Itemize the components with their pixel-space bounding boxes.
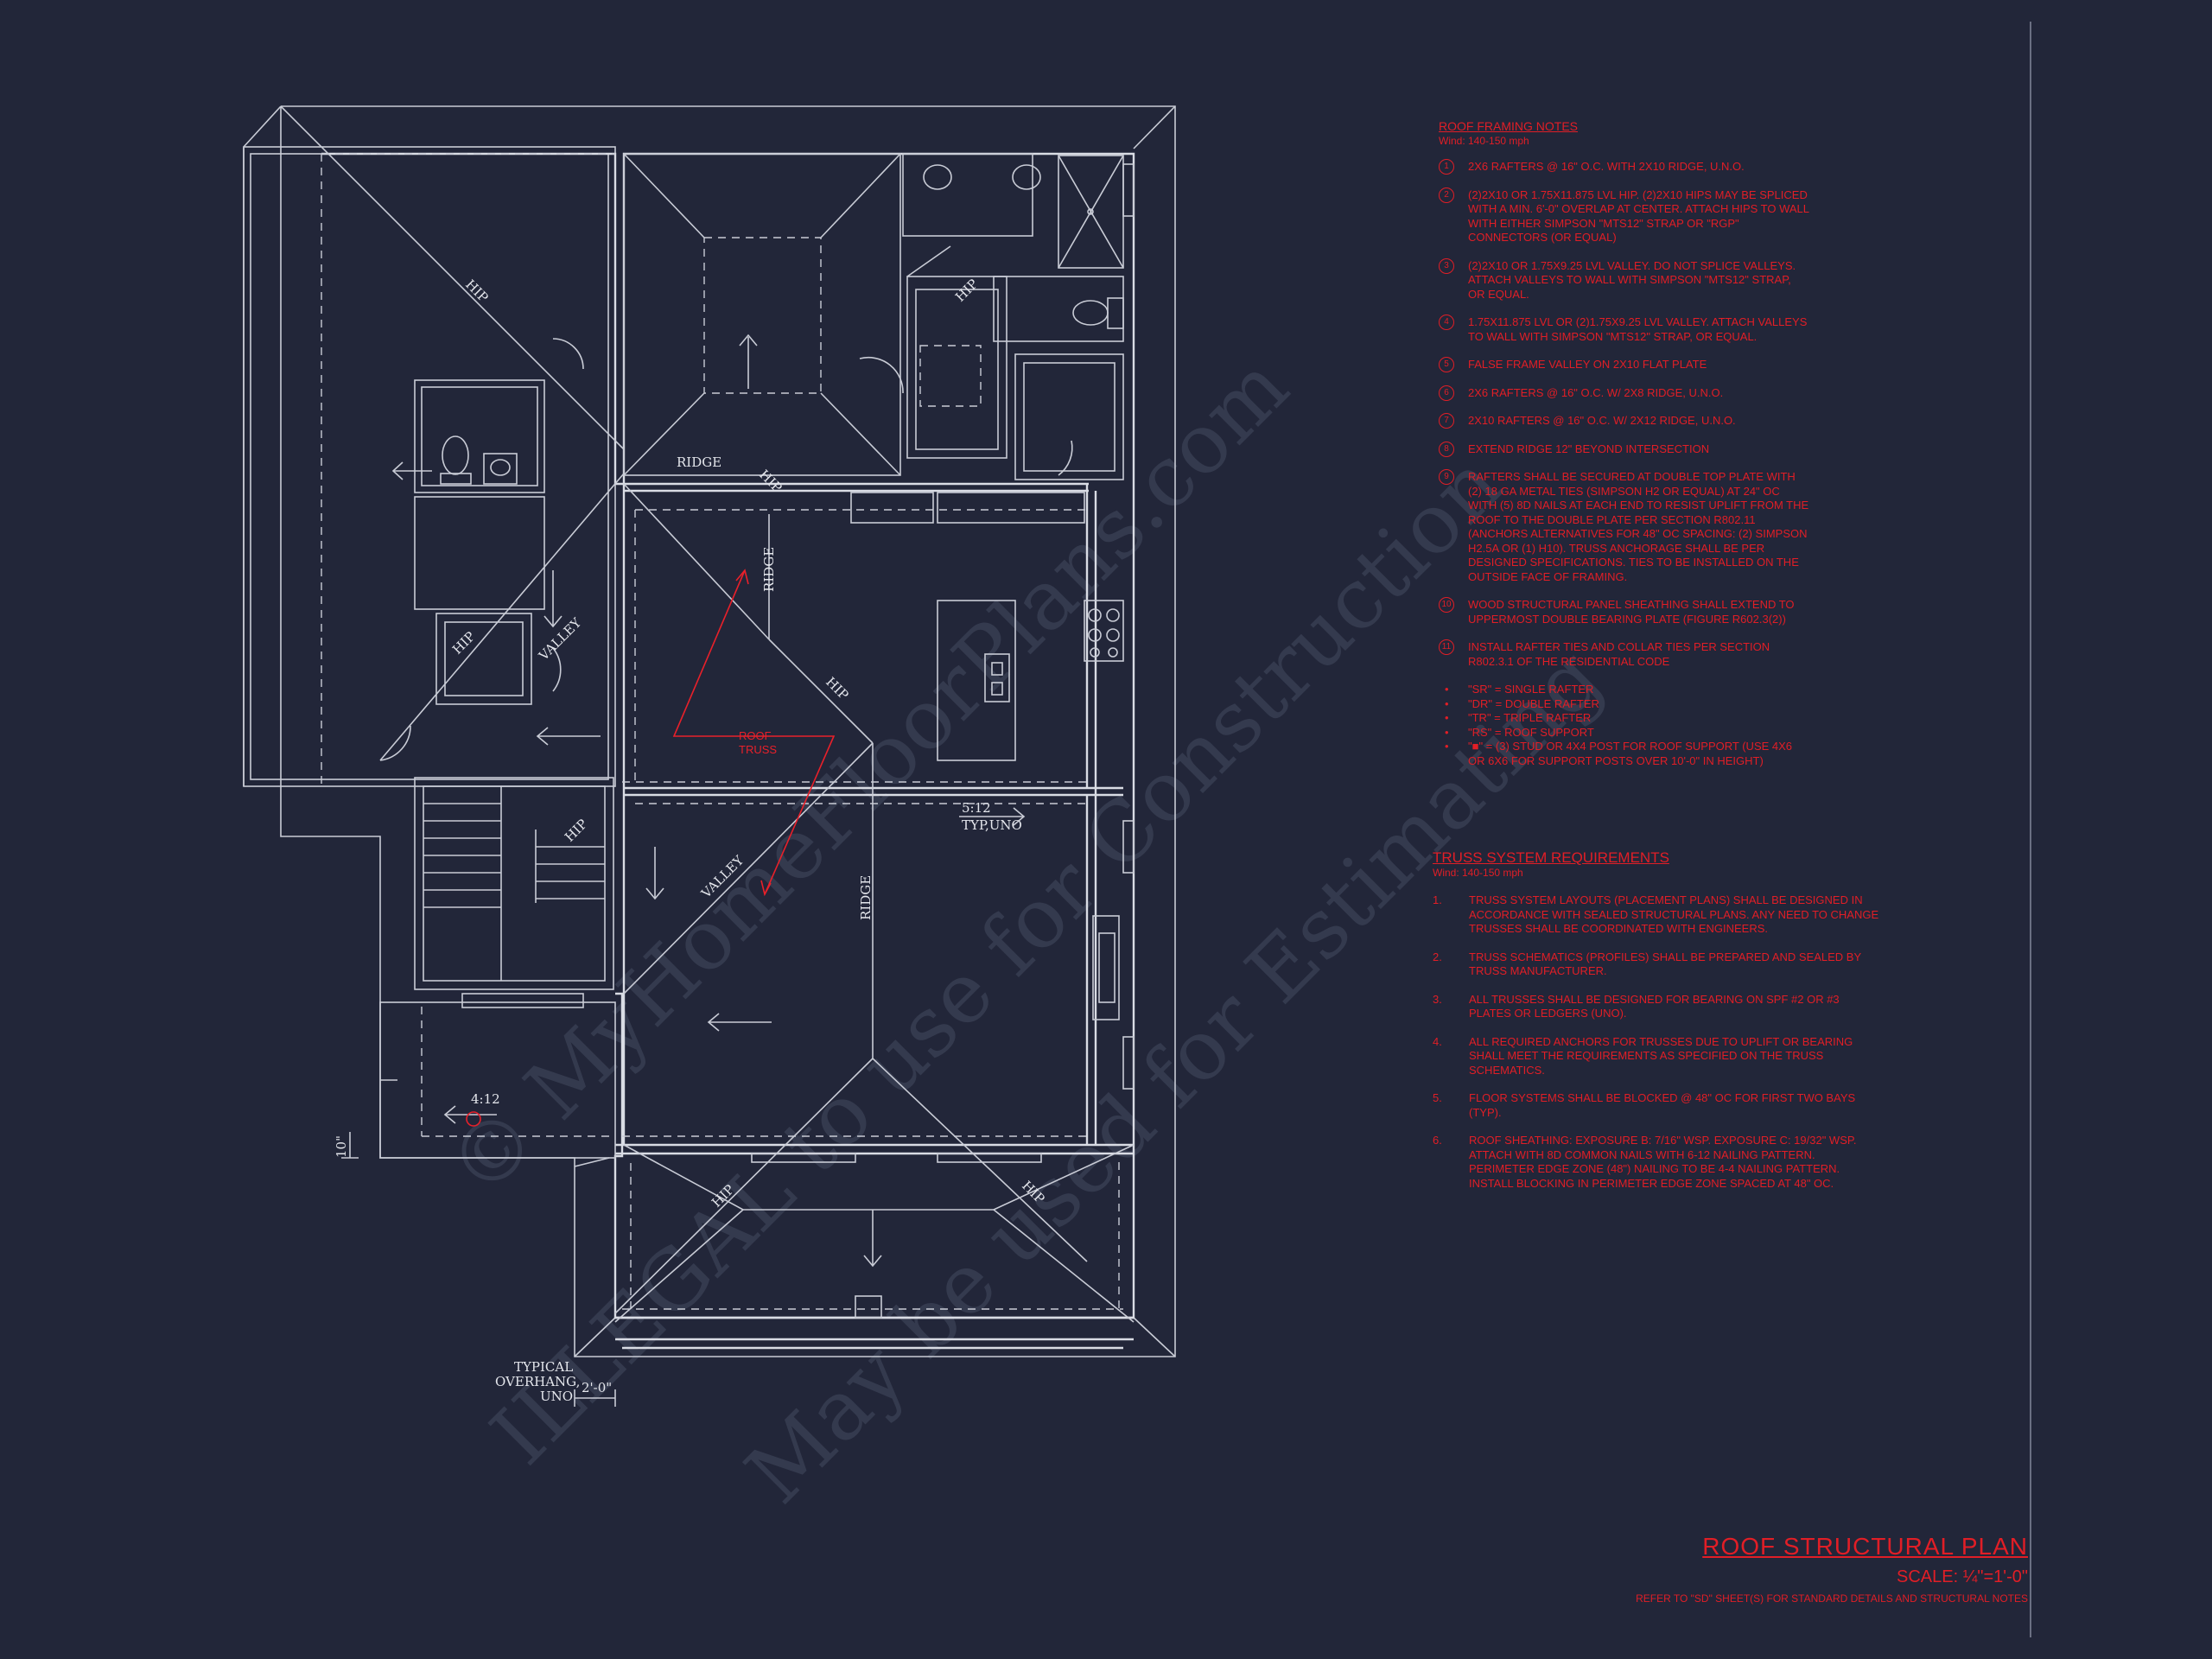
roof-note-number: 2 [1439,187,1454,203]
roof-note-item: 2 (2)2x10 OR 1.75x11.875 LVL HIP. (2)2x10… [1439,187,1810,245]
roof-note-item: 11 INSTALL RAFTER TIES AND COLLAR TIES PE… [1439,639,1810,669]
roof-note-legend-item: "RS" = ROOF SUPPORT [1439,726,1810,741]
truss-requirement-number: 2. [1433,950,1442,963]
truss-requirement-item: 1. TRUSS SYSTEM LAYOUTS (PLACEMENT PLANS)… [1433,893,1882,937]
truss-requirements-heading: TRUSS SYSTEM REQUIREMENTS [1433,849,1669,866]
slope-arrows [391,334,1026,1268]
label-pitch-main: 5:12 [962,800,991,816]
roof-truss-markup [466,569,836,1127]
left-wing-rooms [379,379,616,1159]
roof-note-item: 5 FALSE FRAME VALLEY ON 2x10 FLAT PLATE [1439,357,1810,372]
roof-note-item: 4 1.75x11.875 LVL OR (2)1.75x9.25 LVL VAL… [1439,315,1810,344]
roof-note-text: (2)2x10 OR 1.75x9.25 LVL VALLEY. DO NOT … [1468,258,1796,301]
roof-note-text: FALSE FRAME VALLEY ON 2x10 FLAT PLATE [1468,358,1707,371]
roof-framing-notes-heading: ROOF FRAMING NOTES [1439,119,1578,133]
roof-note-number: 5 [1439,357,1454,372]
label-typical-overhang-1: TYPICAL [514,1359,573,1375]
roof-note-text: 2x6 RAFTERS @ 16" O.C. W/ 2x8 RIDGE, U.N… [1468,385,1724,399]
truss-requirements-list: 1. TRUSS SYSTEM LAYOUTS (PLACEMENT PLANS)… [1433,893,1882,1191]
roof-framing-notes-list: 1 2x6 RAFTERS @ 16" O.C. WITH 2x10 RIDGE,… [1439,159,1810,669]
truss-requirement-number: 5. [1433,1091,1442,1104]
roof-framing-notes-wind: Wind: 140-150 mph [1439,134,1529,147]
label-pitch-secondary: 4:12 [471,1091,500,1107]
label-hip-4: HIP [823,674,851,702]
plan-scale: SCALE: ¼"=1'-0" [1897,1567,2028,1586]
label-ridge-3: RIDGE [858,875,874,920]
label-valley-1: VALLEY [535,614,585,664]
roof-note-item: 3 (2)2x10 OR 1.75x9.25 LVL VALLEY. DO NOT… [1439,257,1810,302]
dimensions [341,1132,616,1407]
label-roof-truss-2: TRUSS [739,743,777,756]
label-ridge-1: RIDGE [677,454,721,470]
label-hip-6: HIP [562,817,590,845]
title-block: ROOF STRUCTURAL PLAN SCALE: ¼"=1'-0" REF… [1636,1533,2028,1605]
truss-requirement-text: ALL TRUSSES SHALL BE DESIGNED FOR BEARIN… [1469,992,1840,1020]
label-ridge-2: RIDGE [761,547,777,592]
truss-requirement-number: 3. [1433,992,1442,1006]
truss-requirements-wind: Wind: 140-150 mph [1433,866,1523,879]
roof-note-number: 11 [1439,639,1454,655]
label-hip-3: HIP [952,276,981,305]
roof-note-legend-item: "TR" = TRIPLE RAFTER [1439,711,1810,726]
roof-note-item: 10 WOOD STRUCTURAL PANEL SHEATHING SHALL … [1439,597,1810,626]
truss-requirement-item: 6. ROOF SHEATHING: EXPOSURE B: 7/16" WSP.… [1433,1134,1882,1191]
roof-framing-notes-legend: "SR" = SINGLE RAFTER"DR" = DOUBLE RAFTER… [1439,683,1810,768]
truss-requirement-number: 4. [1433,1034,1442,1048]
roof-note-text: 2x6 RAFTERS @ 16" O.C. WITH 2x10 RIDGE, … [1468,160,1745,173]
plan-title: ROOF STRUCTURAL PLAN [1702,1533,2028,1560]
roof-note-number: 4 [1439,315,1454,330]
roof-note-text: (2)2x10 OR 1.75x11.875 LVL HIP. (2)2x10 … [1468,188,1809,245]
label-typical-overhang-3: UNO [540,1389,573,1404]
roof-framing-notes: ROOF FRAMING NOTES Wind: 140-150 mph 1 2x… [1439,119,1810,768]
truss-requirement-text: TRUSS SYSTEM LAYOUTS (PLACEMENT PLANS) S… [1469,893,1879,935]
truss-requirement-number: 1. [1433,893,1442,906]
upper-rooms [623,153,1124,480]
truss-requirement-item: 4. ALL REQUIRED ANCHORS FOR TRUSSES DUE T… [1433,1035,1882,1078]
truss-requirement-item: 5. FLOOR SYSTEMS SHALL BE BLOCKED @ 48" O… [1433,1091,1882,1120]
truss-requirement-item: 3. ALL TRUSSES SHALL BE DESIGNED FOR BEAR… [1433,993,1882,1021]
roof-note-item: 1 2x6 RAFTERS @ 16" O.C. WITH 2x10 RIDGE,… [1439,159,1810,175]
roof-note-text: 2x10 RAFTERS @ 16" O.C. W/ 2x12 RIDGE, U… [1468,414,1736,427]
roof-note-item: 7 2x10 RAFTERS @ 16" O.C. W/ 2x12 RIDGE, … [1439,413,1810,429]
roof-note-text: EXTEND RIDGE 12" BEYOND INTERSECTION [1468,442,1710,455]
roof-note-number: 3 [1439,257,1454,274]
roof-note-item: 8 EXTEND RIDGE 12" BEYOND INTERSECTION [1439,441,1810,457]
label-typical-overhang-2: OVERHANG, [495,1374,580,1389]
roof-note-item: 6 2x6 RAFTERS @ 16" O.C. W/ 2x8 RIDGE, U.… [1439,385,1810,401]
roof-note-number: 7 [1439,413,1454,429]
roof-note-text: INSTALL RAFTER TIES AND COLLAR TIES PER … [1468,640,1770,668]
truss-requirement-text: ROOF SHEATHING: EXPOSURE B: 7/16" WSP. E… [1469,1134,1857,1190]
label-hip-1: HIP [462,276,491,305]
roof-note-number: 1 [1439,159,1454,175]
roof-note-text: RAFTERS SHALL BE SECURED AT DOUBLE TOP P… [1468,470,1809,583]
kitchen [850,492,1124,761]
truss-requirement-text: ALL REQUIRED ANCHORS FOR TRUSSES DUE TO … [1469,1034,1853,1077]
label-dim-overhang: 2'-0" [582,1380,612,1395]
overhang-dashed-lines [321,153,1123,1310]
roof-note-legend-item: "SR" = SINGLE RAFTER [1439,683,1810,697]
roof-note-number: 10 [1439,597,1454,613]
roof-note-number: 9 [1439,469,1454,485]
truss-system-requirements: TRUSS SYSTEM REQUIREMENTS Wind: 140-150 … [1433,849,1882,1205]
truss-requirement-item: 2. TRUSS SCHEMATICS (PROFILES) SHALL BE P… [1433,950,1882,979]
label-roof-truss-1: ROOF [739,729,772,742]
roof-note-text: WOOD STRUCTURAL PANEL SHEATHING SHALL EX… [1468,598,1795,626]
roof-note-text: 1.75x11.875 LVL OR (2)1.75x9.25 LVL VALL… [1468,315,1808,343]
truss-requirement-number: 6. [1433,1134,1442,1147]
truss-requirement-text: FLOOR SYSTEMS SHALL BE BLOCKED @ 48" OC … [1469,1091,1856,1119]
roof-note-item: 9 RAFTERS SHALL BE SECURED AT DOUBLE TOP … [1439,469,1810,584]
roof-framing-lines [280,105,1135,1323]
label-dim-side: 10" [334,1135,349,1158]
label-pitch-main-note: TYP,UNO [962,817,1022,833]
roof-note-number: 8 [1439,441,1454,457]
truss-requirement-text: TRUSS SCHEMATICS (PROFILES) SHALL BE PRE… [1469,950,1861,978]
plan-refer-note: REFER TO "SD" SHEET(S) FOR STANDARD DETA… [1636,1592,2028,1605]
left-wing-fixtures [379,338,584,761]
label-hip-5: HIP [449,629,478,658]
roof-note-legend-item: "■" = (3) STUD OR 4x4 POST FOR ROOF SUPP… [1439,740,1810,768]
right-windows [751,163,1135,1319]
roof-note-number: 6 [1439,385,1454,401]
roof-note-legend-item: "DR" = DOUBLE RAFTER [1439,697,1810,712]
